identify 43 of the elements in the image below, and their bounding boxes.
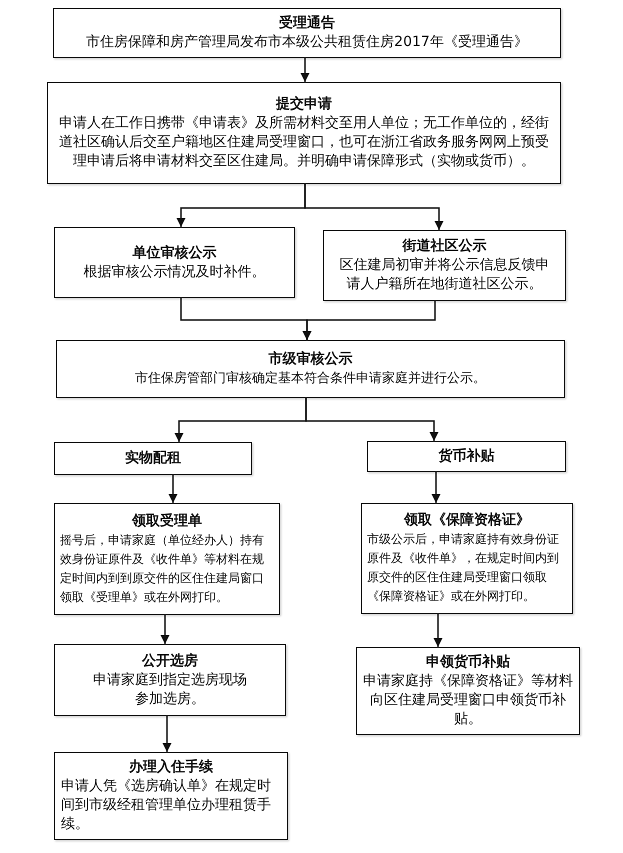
process-box — [356, 647, 580, 735]
process-box — [54, 227, 295, 298]
step-title: 办理入住手续 — [129, 758, 213, 777]
step-title: 街道社区公示 — [402, 237, 486, 256]
step-description: 申请人凭《选房确认单》在规定时间到市级经租管理单位办理租赁手续。 — [61, 777, 272, 834]
arrow — [434, 614, 442, 647]
step-description: 市住房保障和房产管理局发布市本级公共租赁住房2017年《受理通告》 — [85, 33, 529, 52]
arrow — [305, 398, 438, 441]
process-box — [54, 644, 286, 716]
step-title: 市级审核公示 — [268, 350, 352, 369]
step-description: 区住建局初审并将公示信息反馈申请人户籍所在地街道社区公示。 — [338, 256, 550, 294]
process-box — [54, 503, 280, 615]
process-box — [54, 752, 288, 840]
step-title: 货币补贴 — [438, 447, 494, 466]
step-title: 领取《保障资格证》 — [404, 511, 530, 530]
arrow — [168, 475, 178, 503]
arrow — [162, 716, 172, 752]
process-box — [367, 441, 566, 472]
arrow — [432, 472, 440, 503]
step-title: 实物配租 — [125, 449, 181, 468]
process-box — [361, 503, 573, 614]
step-title: 受理通告 — [279, 14, 335, 33]
step-title: 单位审核公示 — [132, 244, 216, 262]
step-description: 申请家庭到指定选房现场参加选房。 — [92, 670, 248, 708]
step-title: 提交申请 — [276, 95, 332, 114]
step-title: 领取受理单 — [132, 512, 202, 530]
step-description: 申请人在工作日携带《申请表》及所需材料交至用人单位；无工作单位的，经街道社区确认后交至户籍地区住建局受理窗口，也可在浙江省政务服务网网上预受理申请后将申请材料交至区住建局。并明确申请保障形式（实物或货币）。 — [58, 114, 550, 171]
process-box — [54, 442, 252, 475]
process-box — [53, 8, 561, 58]
step-description: 申请家庭持《保障资格证》等材料向区住建局受理窗口申领货币补贴。 — [363, 672, 573, 729]
step-description: 摇号后，申请家庭（单位经办人）持有效身份证原件及《收件单》等材料在规定时间内到到原交件的区住住建局窗口领取《受理单》或在外网打印。 — [60, 532, 265, 606]
arrow — [300, 58, 310, 82]
arrow — [302, 301, 436, 340]
arrow — [160, 615, 170, 644]
step-title: 申领货币补贴 — [426, 653, 510, 672]
process-box — [47, 82, 561, 184]
process-box — [323, 230, 566, 301]
step-title: 公开选房 — [142, 652, 198, 670]
step-description: 市级公示后，申请家庭持有效身份证原件及《收件单》，在规定时间内到原交件的区住住建局受理窗口领取《保障资格证》或在外网打印。 — [367, 531, 560, 605]
arrow — [304, 184, 444, 230]
step-description: 根据审核公示情况及时补件。 — [82, 262, 266, 282]
process-box — [56, 340, 565, 398]
step-description: 市住保房管部门审核确定基本符合条件申请家庭并进行公示。 — [134, 370, 487, 388]
